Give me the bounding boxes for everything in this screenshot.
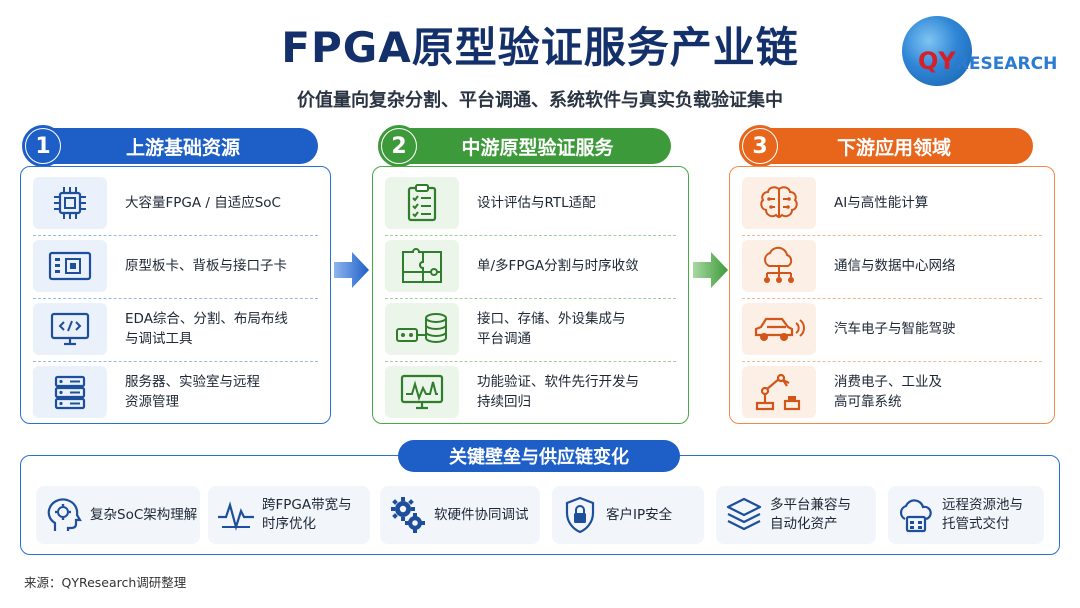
shield-lock-icon: [558, 495, 602, 535]
logo-research: RESEARCH: [955, 54, 1058, 74]
puzzle-icon: [385, 240, 459, 292]
monitor-code-icon: [33, 303, 107, 355]
barrier-text: 跨FPGA带宽与 时序优化: [262, 497, 352, 532]
list-item: AI与高性能计算: [742, 177, 1042, 229]
car-icon: [742, 303, 816, 355]
cloud-network-icon: [742, 240, 816, 292]
chip-icon: [33, 177, 107, 229]
upstream-panel: 大容量FPGA / 自适应SoC 原型板卡、背板与接口子卡 EDA综合、分割、布…: [20, 166, 331, 424]
server-icon: [33, 366, 107, 418]
layers-icon: [722, 495, 766, 535]
barriers-header: 关键壁垒与供应链变化: [398, 440, 680, 472]
downstream-panel: AI与高性能计算 通信与数据中心网络 汽车电子与智能驾驶 消费电子、工业及 高可…: [729, 166, 1055, 424]
list-item: 接口、存储、外设集成与 平台调通: [385, 303, 676, 355]
step-number-badge: 2: [378, 125, 420, 167]
barrier-text: 软硬件协同调试: [434, 506, 529, 523]
item-text: 服务器、实验室与远程 资源管理: [125, 374, 260, 410]
barrier-card: 客户IP安全: [552, 486, 704, 544]
item-text: 设计评估与RTL适配: [477, 195, 596, 211]
gears-icon: [386, 495, 430, 535]
barrier-text: 多平台兼容与 自动化资产: [770, 497, 851, 532]
list-item: 功能验证、软件先行开发与 持续回归: [385, 366, 676, 418]
item-text: 汽车电子与智能驾驶: [834, 321, 956, 337]
barrier-card: 远程资源池与 托管式交付: [888, 486, 1044, 544]
midstream-panel: 设计评估与RTL适配 单/多FPGA分割与时序收敛 接口、存储、外设集成与 平台…: [372, 166, 689, 424]
board-icon: [33, 240, 107, 292]
list-item: EDA综合、分割、布局布线 与调试工具: [33, 303, 318, 355]
page-title: FPGA原型验证服务产业链: [281, 23, 799, 72]
column-title: 中游原型验证服务: [461, 136, 614, 159]
column-header-upstream: 上游基础资源: [28, 128, 318, 164]
clipboard-icon: [385, 177, 459, 229]
arrow-right-icon: [693, 252, 728, 288]
list-item: 消费电子、工业及 高可靠系统: [742, 366, 1042, 418]
item-text: 原型板卡、背板与接口子卡: [125, 258, 287, 274]
page-subtitle: 价值量向复杂分割、平台调通、系统软件与真实负载验证集中: [297, 90, 783, 111]
list-item: 设计评估与RTL适配: [385, 177, 676, 229]
item-text: 通信与数据中心网络: [834, 258, 956, 274]
item-text: 接口、存储、外设集成与 平台调通: [477, 311, 626, 347]
list-item: 单/多FPGA分割与时序收敛: [385, 240, 676, 292]
column-header-downstream: 下游应用领域: [745, 128, 1033, 164]
list-item: 汽车电子与智能驾驶: [742, 303, 1042, 355]
step-number: 2: [382, 129, 416, 163]
item-text: EDA综合、分割、布局布线 与调试工具: [125, 311, 288, 347]
source-note: 来源：QYResearch调研整理: [24, 575, 187, 590]
interface-storage-icon: [385, 303, 459, 355]
item-text: AI与高性能计算: [834, 195, 929, 211]
logo-qy: QY: [918, 47, 956, 75]
barrier-card: 多平台兼容与 自动化资产: [716, 486, 876, 544]
step-number: 1: [26, 129, 60, 163]
step-number-badge: 1: [22, 125, 64, 167]
list-item: 服务器、实验室与远程 资源管理: [33, 366, 318, 418]
item-text: 功能验证、软件先行开发与 持续回归: [477, 374, 639, 410]
item-text: 消费电子、工业及 高可靠系统: [834, 374, 942, 410]
cloud-server-icon: [894, 495, 938, 535]
item-text: 大容量FPGA / 自适应SoC: [125, 195, 281, 211]
barrier-text: 客户IP安全: [606, 506, 673, 523]
column-header-midstream: 中游原型验证服务: [384, 128, 671, 164]
barrier-card: 复杂SoC架构理解: [36, 486, 200, 544]
arrow-right-icon: [334, 252, 369, 288]
list-item: 大容量FPGA / 自适应SoC: [33, 177, 318, 229]
step-number-badge: 3: [739, 125, 781, 167]
head-gear-icon: [42, 495, 86, 535]
item-text: 单/多FPGA分割与时序收敛: [477, 258, 639, 274]
waveform-monitor-icon: [385, 366, 459, 418]
barrier-text: 复杂SoC架构理解: [90, 506, 198, 523]
list-item: 通信与数据中心网络: [742, 240, 1042, 292]
pulse-icon: [214, 497, 258, 533]
barrier-card: 跨FPGA带宽与 时序优化: [208, 486, 370, 544]
list-item: 原型板卡、背板与接口子卡: [33, 240, 318, 292]
column-title: 上游基础资源: [125, 136, 240, 159]
step-number: 3: [743, 129, 777, 163]
qyresearch-logo: QYRESEARCH: [902, 14, 1072, 86]
robot-arm-icon: [742, 366, 816, 418]
column-title: 下游应用领域: [836, 136, 951, 159]
brain-icon: [742, 177, 816, 229]
barrier-text: 远程资源池与 托管式交付: [942, 497, 1023, 532]
globe-icon: [902, 16, 972, 86]
barrier-card: 软硬件协同调试: [380, 486, 540, 544]
